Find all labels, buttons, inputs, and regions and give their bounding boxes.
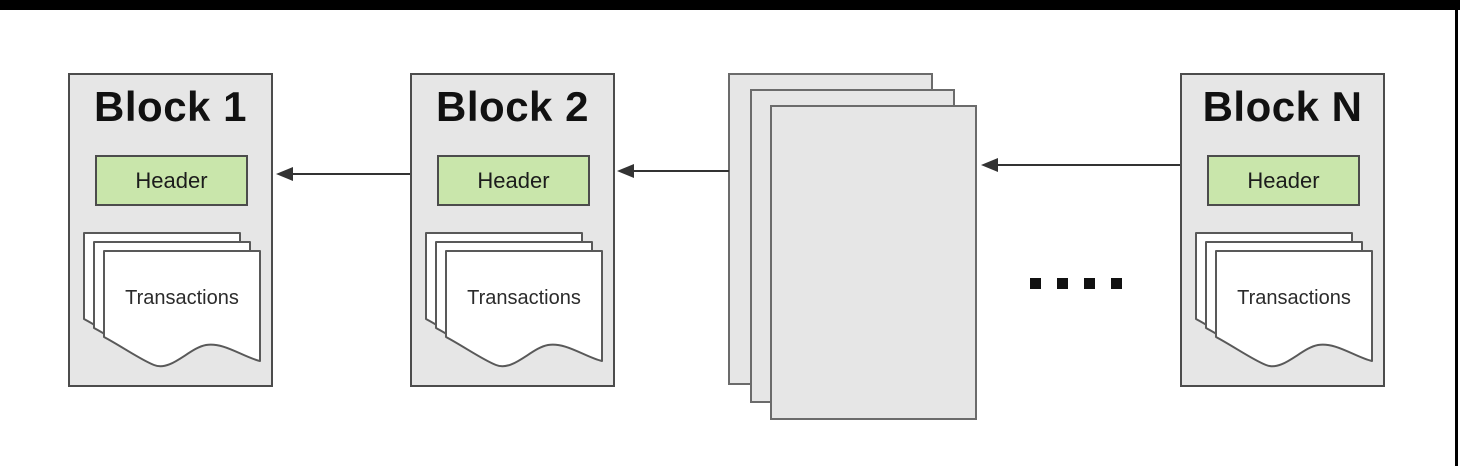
arrow-head-icon	[617, 164, 634, 178]
block-1-header-box: Header	[95, 155, 248, 206]
arrow-head-icon	[981, 158, 998, 172]
block-1-header-label: Header	[135, 167, 208, 193]
arrow-blockn-to-stack	[981, 158, 1180, 172]
arrow-block2-to-block1	[276, 167, 410, 181]
arrow-line	[293, 173, 410, 175]
arrow-line	[998, 164, 1180, 166]
block-2-title: Block 2	[436, 83, 589, 130]
ellipsis-dot	[1030, 278, 1041, 289]
ellipsis-dot	[1111, 278, 1122, 289]
ellipsis-dots	[1030, 278, 1122, 289]
ellipsis-dot	[1057, 278, 1068, 289]
block-n-header-box: Header	[1207, 155, 1360, 206]
hidden-blocks-page-front	[770, 105, 977, 420]
block-1-title: Block 1	[94, 83, 247, 130]
block-2-header-label: Header	[477, 167, 550, 193]
block-n-header-label: Header	[1247, 167, 1320, 193]
block-2: Block 2 Header Transactions	[410, 73, 615, 387]
block-2-header-box: Header	[437, 155, 590, 206]
right-edge-line	[1455, 0, 1458, 466]
ellipsis-dot	[1084, 278, 1095, 289]
top-letterbox-bar	[0, 0, 1460, 10]
block-n-title: Block N	[1202, 83, 1363, 130]
arrow-stack-to-block2	[617, 164, 729, 178]
block-n: Block N Header Transactions	[1180, 73, 1385, 387]
arrow-head-icon	[276, 167, 293, 181]
block-n-transactions-label: Transactions	[1237, 287, 1351, 309]
arrow-line	[634, 170, 729, 172]
block-1: Block 1 Header Transactions	[68, 73, 273, 387]
block-2-transactions-label: Transactions	[467, 287, 581, 309]
block-1-transactions-label: Transactions	[125, 287, 239, 309]
